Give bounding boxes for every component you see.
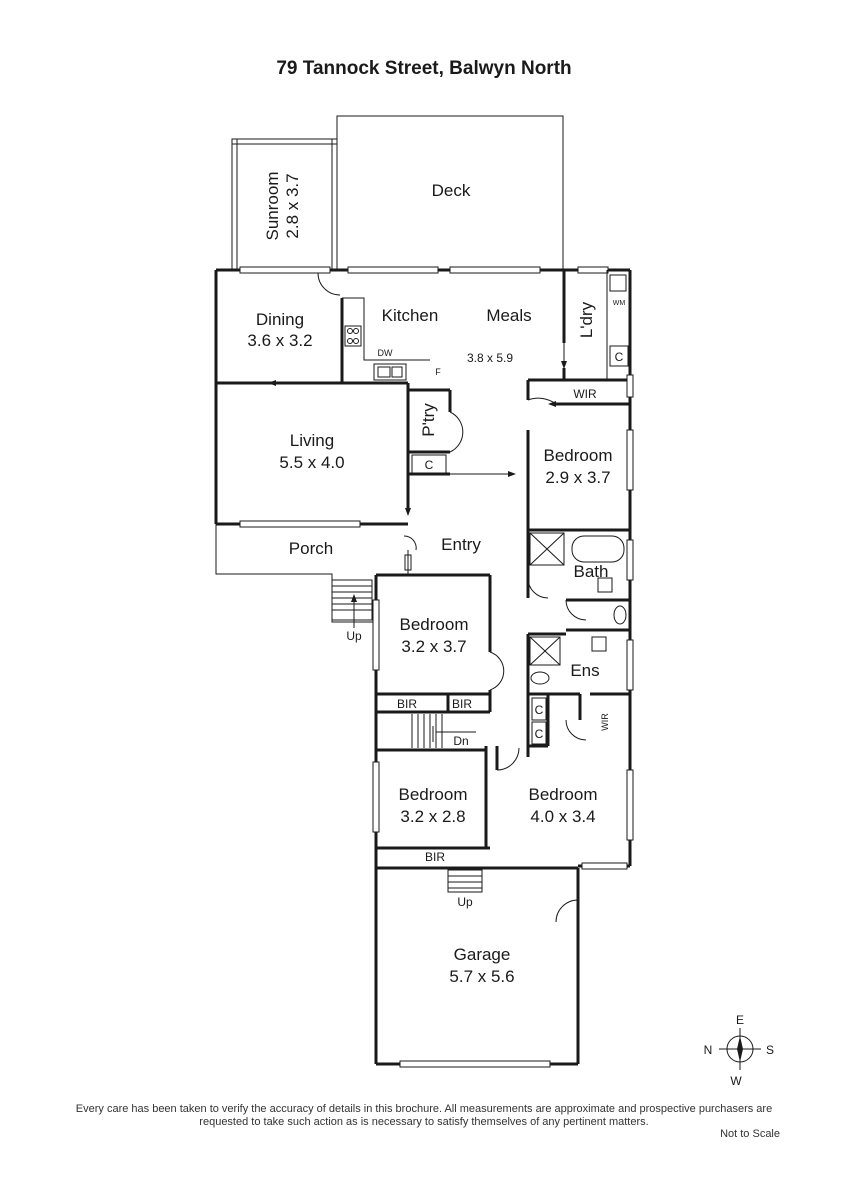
entry-name: Entry — [441, 535, 481, 554]
wm-label: WM — [613, 300, 626, 307]
ens-cupboard-label-1: C — [535, 703, 544, 717]
disclaimer-text: Every care has been taken to verify the … — [75, 1103, 773, 1128]
ensuite-name: Ens — [570, 661, 599, 680]
interior-walls — [216, 270, 630, 850]
sunroom-size: 2.8 x 3.7 — [283, 173, 302, 238]
dining-size: 3.6 x 3.2 — [247, 331, 312, 350]
bir-label-3: BIR — [425, 850, 445, 864]
circulation-arrows — [268, 343, 580, 516]
plan-title: 79 Tannock Street, Balwyn North — [276, 58, 572, 79]
bedroom4-size: 4.0 x 3.4 — [530, 807, 595, 826]
dining-name: Dining — [256, 310, 304, 329]
porch-name: Porch — [289, 539, 333, 558]
meals-size: 3.8 x 5.9 — [467, 351, 513, 365]
garage-name: Garage — [454, 945, 511, 964]
ens-cupboard-label-2: C — [535, 727, 544, 741]
laundry-cupboard-label: C — [615, 350, 624, 364]
porch-area — [215, 524, 412, 623]
bedroom3-size: 3.2 x 2.8 — [400, 807, 465, 826]
fridge-label: F — [435, 367, 441, 377]
not-to-scale-label: Not to Scale — [720, 1128, 780, 1140]
pantry-cupboard-label: C — [425, 458, 434, 472]
living-name: Living — [290, 431, 334, 450]
compass-icon — [719, 1028, 761, 1070]
kitchen-fixtures — [342, 297, 430, 381]
laundry-fixtures — [606, 270, 629, 380]
bedroom3-name: Bedroom — [399, 785, 468, 804]
pantry-name: P'try — [419, 403, 438, 437]
bir-label-2: BIR — [452, 697, 472, 711]
doors — [317, 272, 587, 923]
stairs-garage — [447, 869, 483, 893]
bath-fixtures — [529, 532, 627, 685]
bedroom2-name: Bedroom — [400, 615, 469, 634]
compass-w: W — [730, 1074, 742, 1088]
garage-up-label: Up — [457, 895, 473, 909]
porch-up-label: Up — [346, 629, 362, 643]
sunroom-label: Sunroom 2.8 x 3.7 — [263, 172, 302, 241]
bedroom1-size: 2.9 x 3.7 — [545, 468, 610, 487]
wir-label-2: WIR — [600, 713, 610, 731]
internal-dn-label: Dn — [453, 734, 468, 748]
bir-label-1: BIR — [397, 697, 417, 711]
kitchen-name: Kitchen — [382, 306, 439, 325]
stairs-internal — [411, 714, 476, 748]
windows — [239, 266, 634, 1068]
stairs-porch — [331, 579, 373, 628]
bedroom2-size: 3.2 x 3.7 — [401, 637, 466, 656]
cupboards — [411, 454, 547, 745]
sunroom-name: Sunroom — [263, 172, 282, 241]
wir-label-1: WIR — [573, 387, 597, 401]
compass-n: N — [704, 1043, 713, 1057]
meals-name: Meals — [486, 306, 531, 325]
compass-s: S — [766, 1043, 774, 1057]
laundry-name: L'dry — [577, 301, 596, 338]
garage-size: 5.7 x 5.6 — [449, 967, 514, 986]
dw-label: DW — [378, 348, 393, 358]
compass-e: E — [736, 1013, 744, 1027]
bath-name: Bath — [574, 562, 609, 581]
living-size: 5.5 x 4.0 — [279, 453, 344, 472]
deck-label: Deck — [432, 181, 471, 200]
bedroom1-name: Bedroom — [544, 446, 613, 465]
bedroom4-name: Bedroom — [529, 785, 598, 804]
